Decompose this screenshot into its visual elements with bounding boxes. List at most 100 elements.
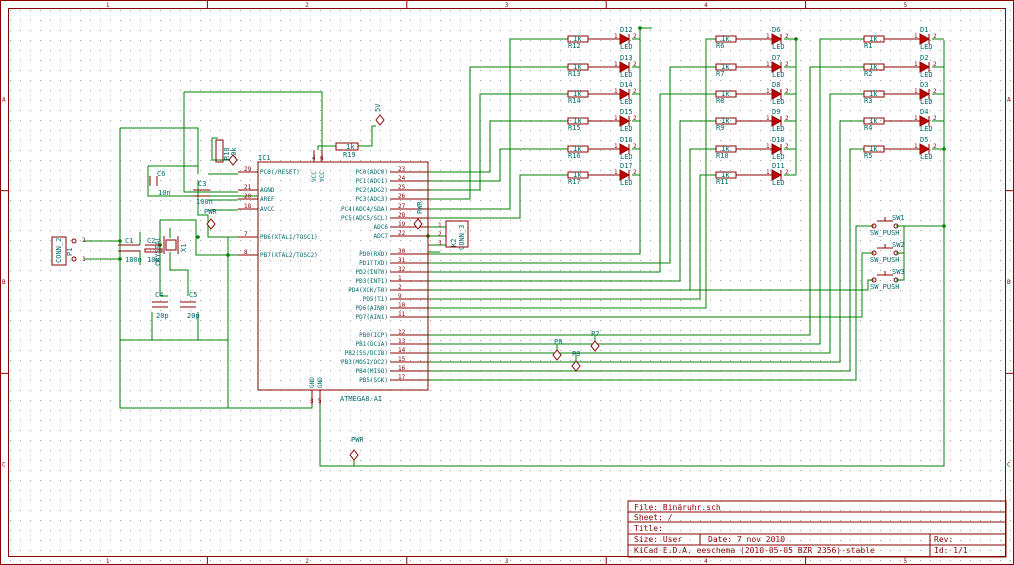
wire-segment <box>428 120 716 282</box>
pin-number: 1 <box>766 115 770 122</box>
switch-ref: SW3 <box>892 268 905 276</box>
capacitor-c4[interactable]: C4 20p <box>152 291 169 320</box>
ic-pin-number: 11 <box>398 311 406 318</box>
wire-segment <box>428 38 568 210</box>
pin-number: 2 <box>785 169 789 176</box>
resistor-value: 1k <box>573 35 582 43</box>
resistor-r18[interactable]: R18 10k <box>215 139 238 163</box>
resistor-value: 1k <box>869 145 878 153</box>
wire-segment <box>428 93 864 354</box>
wire-segment <box>428 66 716 264</box>
ic-pin-name: AREF <box>260 196 275 203</box>
tb-id: Id: 1/1 <box>934 546 968 555</box>
resistor-ref: R7 <box>716 70 724 78</box>
flag-5v[interactable]: 5V <box>374 103 385 126</box>
crystal-x1[interactable]: X1 CRYSTAL <box>154 236 188 266</box>
resistor-ref: R1 <box>864 42 872 50</box>
ic-pin-name: PC3(ADC3) <box>355 196 388 203</box>
led-ref: D3 <box>920 81 928 89</box>
switch-ref: SW1 <box>892 214 905 222</box>
resistor-ref: R12 <box>568 42 581 50</box>
ic-pin-name: PB5(SCK) <box>359 377 388 384</box>
capacitor-c6[interactable]: C6 10n <box>149 170 171 197</box>
c3-ref: C3 <box>198 180 206 188</box>
tb-size: Size: User <box>634 535 682 544</box>
ruler-row-label: B <box>1007 279 1011 286</box>
ic-pin-number: 23 <box>398 166 406 173</box>
c2-ref: C2 <box>147 237 155 245</box>
ic-pin-name: PD5(T1) <box>363 296 388 303</box>
ic-pin-name: GND <box>309 377 316 388</box>
pin-number: 2 <box>633 169 637 176</box>
ic-pin-name: PD6(AIN0) <box>355 305 388 312</box>
resistor-r19[interactable]: 1k R19 <box>335 142 359 159</box>
led-ref: D12 <box>620 26 633 34</box>
flag-p9[interactable]: P9 <box>571 350 581 372</box>
pin-number: 2 <box>633 33 637 40</box>
flag-p8[interactable]: P8 <box>552 338 562 361</box>
ic-pin-number: 30 <box>398 248 406 255</box>
ic-pin-name: PC4(ADC4/SDA) <box>341 206 388 213</box>
pin-number: 1 <box>766 143 770 150</box>
k2-ref: K2 <box>450 239 458 247</box>
flag-bottom[interactable]: PWR <box>349 436 364 461</box>
connector-p1[interactable]: CONN_2 P1 2 1 <box>51 236 86 266</box>
led-icon <box>771 61 783 73</box>
capacitor-c2[interactable]: C2 10µ <box>144 237 163 264</box>
flag-gnd-left[interactable] <box>228 154 238 166</box>
wire-segment <box>428 148 864 372</box>
connector-k2[interactable]: K2 CONN_3 1 2 3 <box>438 220 469 250</box>
flag-pwr-2[interactable]: PWR <box>413 201 424 230</box>
flag-p7[interactable]: P7 <box>590 330 600 352</box>
capacitor-c5[interactable]: C5 20p <box>180 291 200 320</box>
flag-pwr-1[interactable]: PWR <box>204 208 217 230</box>
resistor-value: 1k <box>573 90 582 98</box>
flag-p7-label: P7 <box>591 330 599 338</box>
ic-pin-number: 1 <box>398 275 402 282</box>
ic-pin-number: 27 <box>398 203 406 210</box>
led-value: LED <box>772 71 785 79</box>
ruler-row-label: A <box>1007 96 1011 103</box>
ruler-col-label: 1 <box>106 2 110 9</box>
wire-segment <box>428 38 716 309</box>
led-ref: D2 <box>920 54 928 62</box>
pin-number: 2 <box>633 115 637 122</box>
capacitor-c1[interactable]: C1 100n <box>118 237 142 264</box>
led-ref: D17 <box>620 162 633 170</box>
wire-segment <box>428 279 874 291</box>
ic-pin-number: 2 <box>398 284 402 291</box>
wire-segment <box>151 312 199 341</box>
ic-pin-name: PD7(AIN1) <box>355 314 388 321</box>
ic-pin-name: AVCC <box>260 206 275 213</box>
wiring <box>84 26 946 467</box>
ic-pin-name: PB0(ICP) <box>359 332 388 339</box>
capacitor-c3[interactable]: C3 100n <box>193 180 213 206</box>
resistor-ref: R17 <box>568 178 581 186</box>
led-ref: D10 <box>772 136 785 144</box>
ic-pin-number: 31 <box>398 257 406 264</box>
led-value: LED <box>920 43 933 51</box>
